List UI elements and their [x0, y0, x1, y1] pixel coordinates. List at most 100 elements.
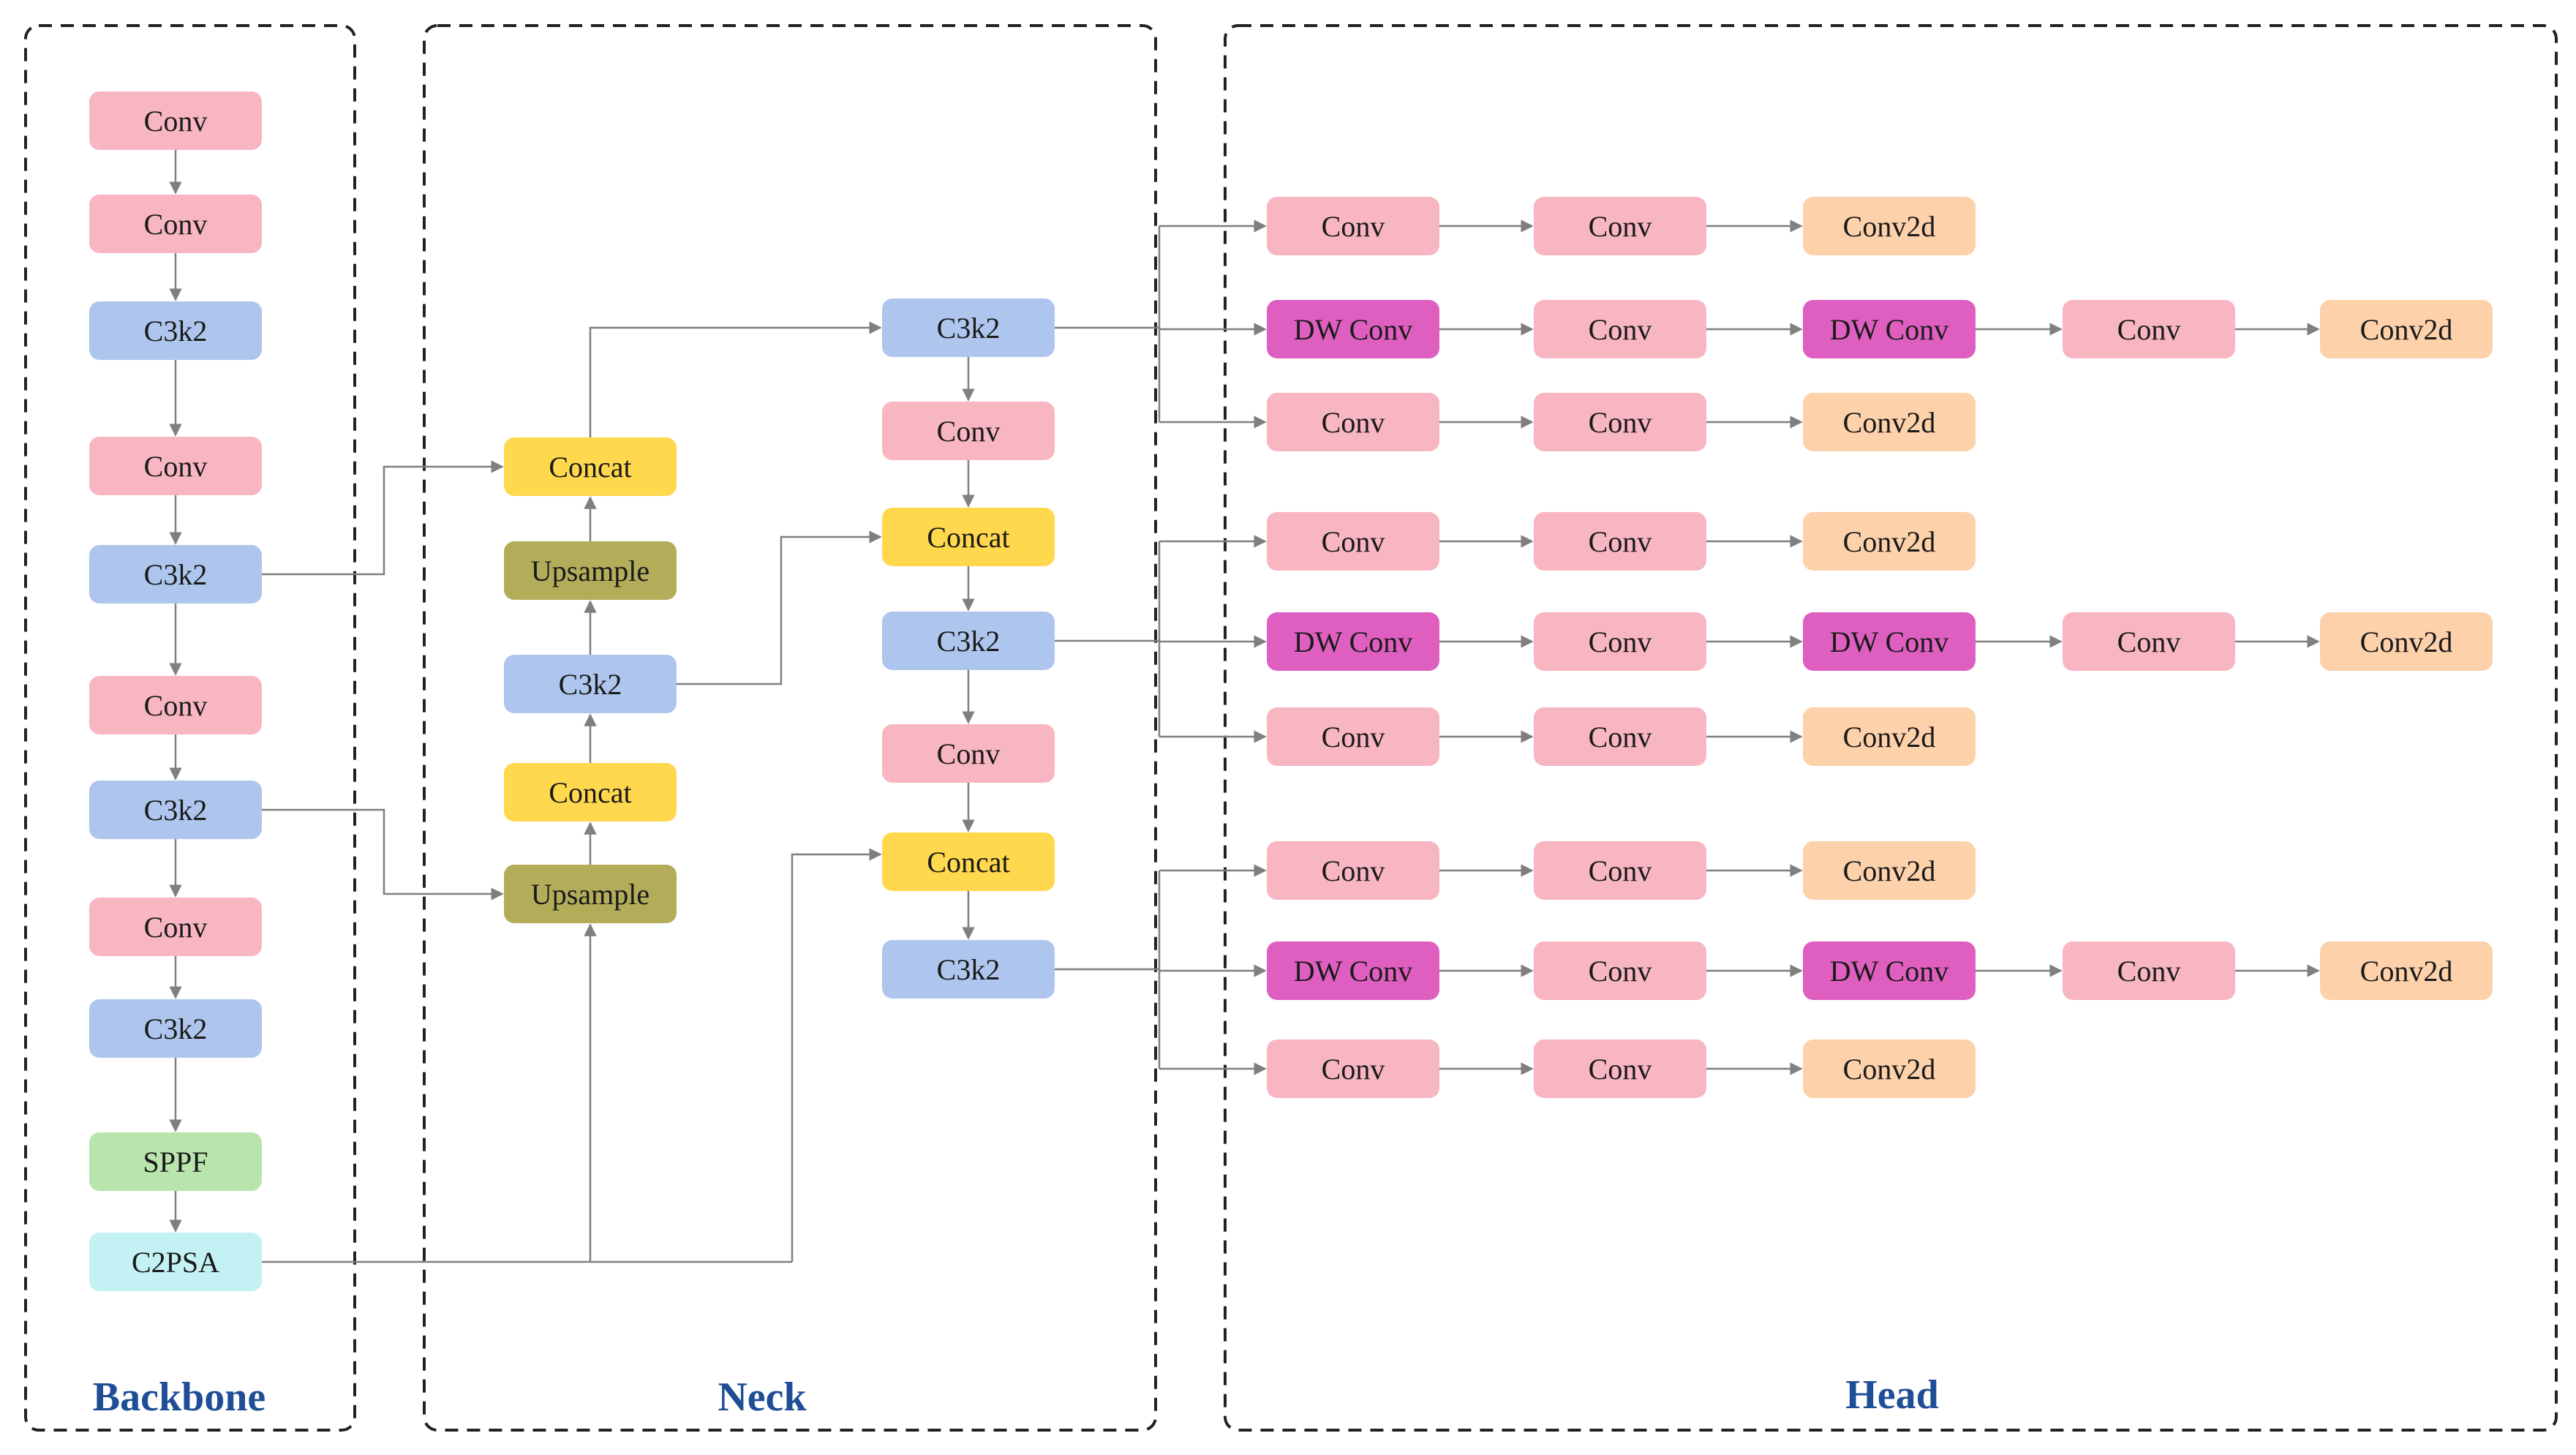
conv-box — [1534, 612, 1706, 671]
conv-label: Conv — [1589, 406, 1652, 439]
conv2d-node: Conv2d — [1803, 1039, 1976, 1098]
conv-node: Conv — [89, 195, 262, 253]
conv-box — [1267, 1039, 1439, 1098]
concat-label: Concat — [927, 846, 1009, 879]
conv-node: Conv — [1267, 197, 1439, 255]
conv-node: Conv — [1534, 1039, 1706, 1098]
conv-node: Conv — [1267, 707, 1439, 766]
conv-node: Conv — [1267, 1039, 1439, 1098]
c3k2-node: C3k2 — [882, 612, 1055, 670]
c3k2-node: C3k2 — [89, 999, 262, 1058]
conv-node: Conv — [882, 724, 1055, 783]
dwconv-label: DW Conv — [1830, 313, 1949, 346]
conv-label: Conv — [937, 737, 1001, 770]
conv-box — [882, 724, 1055, 783]
dwconv-label: DW Conv — [1830, 625, 1949, 658]
sppf-label: SPPF — [143, 1146, 208, 1178]
sppf-node: SPPF — [89, 1132, 262, 1191]
dwconv-box — [1803, 612, 1976, 671]
c3k2-box — [89, 301, 262, 360]
concat-label: Concat — [549, 776, 631, 809]
conv-node: Conv — [89, 676, 262, 734]
conv-node: Conv — [1267, 841, 1439, 900]
conv-label: Conv — [1589, 525, 1652, 558]
conv2d-label: Conv2d — [1843, 406, 1936, 439]
conv2d-label: Conv2d — [2360, 625, 2453, 658]
dwconv-box — [1267, 612, 1439, 671]
dwconv-box — [1267, 300, 1439, 358]
conv2d-box — [2320, 300, 2493, 358]
conv-box — [1534, 1039, 1706, 1098]
conv-node: Conv — [1534, 941, 1706, 1000]
conv2d-box — [1803, 841, 1976, 900]
conv2d-node: Conv2d — [2320, 300, 2493, 358]
conv-node: Conv — [1534, 300, 1706, 358]
conv2d-node: Conv2d — [1803, 707, 1976, 766]
concat-node: Concat — [882, 508, 1055, 566]
conv-label: Conv — [144, 105, 208, 138]
c3k2-node: C3k2 — [89, 301, 262, 360]
conv2d-label: Conv2d — [2360, 313, 2453, 346]
concat-label: Concat — [927, 521, 1009, 554]
c3k2-label: C3k2 — [559, 668, 622, 701]
conv-label: Conv — [2117, 625, 2181, 658]
conv-node: Conv — [1534, 197, 1706, 255]
conv-node: Conv — [882, 402, 1055, 460]
backbone-title: Backbone — [93, 1375, 266, 1420]
concat-label: Concat — [549, 451, 631, 484]
conv2d-node: Conv2d — [1803, 512, 1976, 571]
conv2d-node: Conv2d — [1803, 841, 1976, 900]
conv2d-label: Conv2d — [1843, 1053, 1936, 1086]
upsample-box — [504, 541, 677, 600]
dwconv-label: DW Conv — [1294, 955, 1413, 988]
conv-box — [1534, 197, 1706, 255]
c3k2-node: C3k2 — [89, 545, 262, 604]
skip-arrow — [262, 808, 504, 901]
conv2d-box — [2320, 612, 2493, 671]
concat-box — [504, 763, 677, 822]
conv-label: Conv — [1589, 955, 1652, 988]
conv-label: Conv — [1322, 721, 1385, 753]
conv-label: Conv — [2117, 313, 2181, 346]
c2psa-arrow — [791, 848, 882, 1262]
dwconv-node: DW Conv — [1267, 941, 1439, 1000]
neck-section — [423, 24, 1157, 1432]
c3k2-node: C3k2 — [882, 298, 1055, 357]
dwconv-node: DW Conv — [1267, 612, 1439, 671]
conv2d-node: Conv2d — [2320, 612, 2493, 671]
upsample-node: Upsample — [504, 541, 677, 600]
conv-node: Conv — [2063, 612, 2235, 671]
c3k2-node: C3k2 — [89, 781, 262, 839]
conv2d-label: Conv2d — [1843, 721, 1936, 753]
conv-box — [2063, 941, 2235, 1000]
conv-box — [2063, 300, 2235, 358]
conv-box — [1267, 841, 1439, 900]
conv-label: Conv — [1322, 525, 1385, 558]
conv-label: Conv — [144, 450, 208, 483]
nodes-layer: ConvConvC3k2ConvC3k2ConvC3k2ConvC3k2SPPF… — [89, 91, 2493, 1291]
neck-cross-arrow — [677, 530, 882, 685]
conv-node: Conv — [2063, 300, 2235, 358]
conv-label: Conv — [1589, 210, 1652, 243]
c3k2-label: C3k2 — [937, 953, 1001, 986]
upsample-box — [504, 865, 677, 923]
conv2d-box — [2320, 941, 2493, 1000]
c3k2-box — [504, 655, 677, 713]
c3k2-label: C3k2 — [144, 558, 208, 591]
conv-label: Conv — [2117, 955, 2181, 988]
edges-layer — [169, 150, 2320, 1263]
conv-label: Conv — [1322, 210, 1385, 243]
upsample-label: Upsample — [531, 878, 649, 911]
dwconv-label: DW Conv — [1294, 625, 1413, 658]
c2psa-label: C2PSA — [132, 1246, 219, 1279]
conv-box — [1267, 707, 1439, 766]
c3k2-label: C3k2 — [144, 1012, 208, 1045]
conv-node: Conv — [1267, 512, 1439, 571]
conv-label: Conv — [1589, 721, 1652, 753]
c3k2-box — [89, 999, 262, 1058]
conv-label: Conv — [1322, 854, 1385, 887]
conv-box — [1534, 300, 1706, 358]
conv-label: Conv — [1589, 1053, 1652, 1086]
c3k2-box — [882, 612, 1055, 670]
c3k2-box — [882, 298, 1055, 357]
